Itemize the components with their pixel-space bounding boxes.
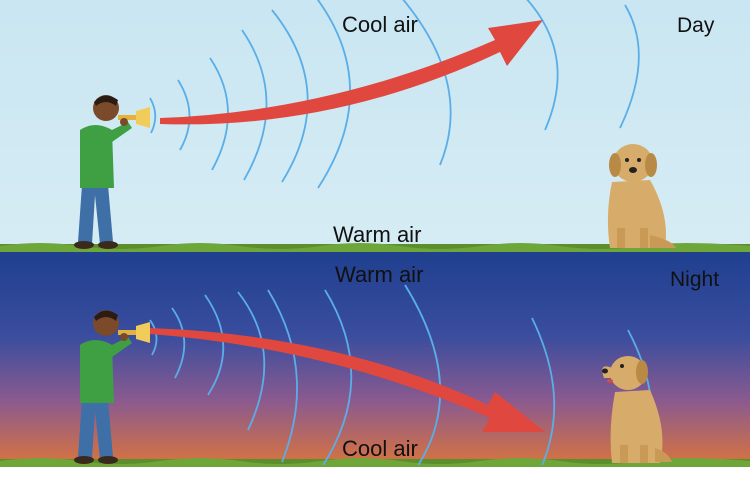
sound-wave-icon <box>171 307 186 379</box>
sound-wave-icon <box>204 294 225 396</box>
day-label: Day <box>677 14 715 37</box>
night-upper-air-label: Warm air <box>335 262 424 287</box>
sound-wave-icon <box>316 0 351 189</box>
sound-wave-icon <box>322 289 353 465</box>
night-dog-icon <box>602 356 672 463</box>
night-label: Night <box>670 268 720 291</box>
sound-wave-icon <box>149 97 157 134</box>
sound-wave-icon <box>271 9 309 183</box>
sound-wave-icon <box>526 0 559 131</box>
day-lower-air-label: Warm air <box>333 222 422 247</box>
sound-wave-icon <box>177 79 191 151</box>
day-upper-air-label: Cool air <box>342 12 418 37</box>
sound-wave-icon <box>241 29 268 181</box>
sound-wave-icon <box>404 284 442 465</box>
night-grass-tufts <box>0 458 750 467</box>
bottom-margin <box>0 465 750 500</box>
sound-wave-icon <box>149 319 158 356</box>
night-person-trumpet-icon <box>74 310 150 464</box>
day-dog-icon <box>607 144 676 248</box>
sound-wave-icon <box>209 57 229 171</box>
sound-wave-icon <box>531 317 556 465</box>
sound-wave-icon <box>267 289 298 463</box>
night-lower-air-label: Cool air <box>342 436 418 461</box>
sound-wave-icon <box>402 0 452 166</box>
day-arrow-icon <box>160 20 543 125</box>
sound-wave-icon <box>619 4 640 129</box>
day-person-trumpet-icon <box>74 95 150 249</box>
day-sound-waves <box>149 0 640 189</box>
sound-wave-icon <box>237 291 266 431</box>
night-arrow-icon <box>150 328 545 432</box>
day-grass-tufts <box>0 243 750 252</box>
night-sound-waves <box>149 284 653 465</box>
